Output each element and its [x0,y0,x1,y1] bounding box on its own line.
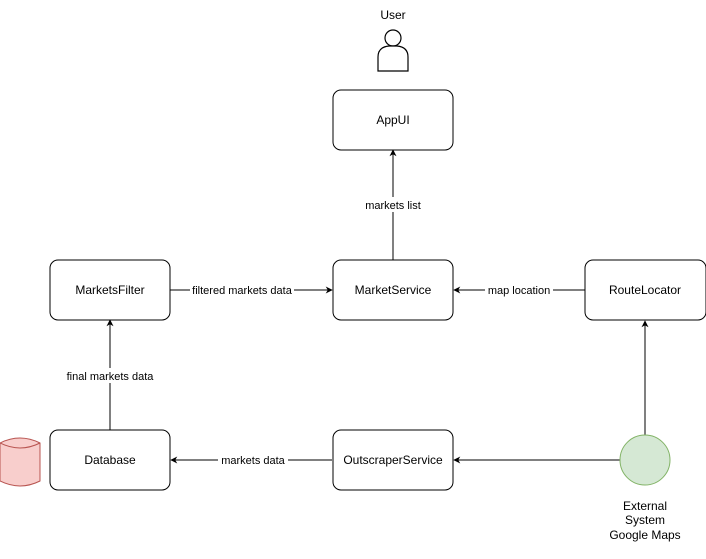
node-marketservice[interactable]: MarketService [332,259,454,321]
edge-label-filtered-markets-data: filtered markets data [192,285,293,297]
node-outscraperservice-label: OutscraperService [343,453,443,467]
external-system-label-line1: External [623,499,667,513]
external-system-label-line2: System [625,513,665,527]
node-database-label: Database [84,453,136,467]
node-appui-label: AppUI [376,113,409,127]
node-database[interactable]: Database [49,429,171,491]
edge-label-markets-list: markets list [365,200,421,212]
node-marketsfilter[interactable]: MarketsFilter [49,259,171,321]
node-appui[interactable]: AppUI [332,89,454,151]
external-system-circle-icon [619,434,671,486]
edge-final-markets-data: final markets data [62,319,158,430]
node-routelocator-label: RouteLocator [609,283,681,297]
node-marketsfilter-label: MarketsFilter [75,283,144,297]
node-outscraperservice[interactable]: OutscraperService [332,429,454,491]
edge-markets-list: markets list [361,149,425,260]
user-icon [377,29,409,72]
edge-markets-data: markets data [170,453,332,467]
edge-label-markets-data: markets data [221,455,285,467]
edge-map-location: map location [453,283,585,297]
external-system[interactable] [619,434,671,486]
database-cylinder-icon [0,437,41,487]
edge-label-final-markets-data: final markets data [67,371,155,383]
edge-filtered-markets-data: filtered markets data [170,283,333,297]
edge-label-map-location: map location [488,285,550,297]
user-label: User [380,8,405,22]
user-actor: User [377,8,409,72]
node-marketservice-label: MarketService [355,283,432,297]
external-system-label-line3: Google Maps [609,528,680,542]
node-routelocator[interactable]: RouteLocator [584,259,706,321]
